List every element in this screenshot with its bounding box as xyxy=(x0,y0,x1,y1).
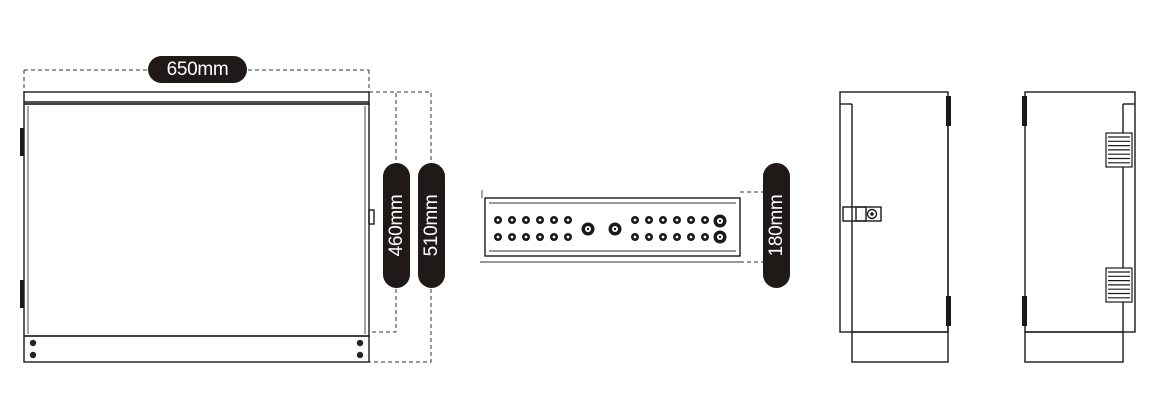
height-outer-dimension-text: 510mm xyxy=(421,195,442,257)
gland-icon xyxy=(673,216,681,224)
side-base-hinge xyxy=(1024,331,1124,363)
gland-icon xyxy=(550,216,558,224)
gland-large-icon xyxy=(581,222,595,236)
gland-icon xyxy=(494,233,502,241)
width-dimension-text: 650mm xyxy=(167,59,229,80)
gland-icon xyxy=(522,233,530,241)
gland-icon xyxy=(508,233,516,241)
hinge-bottom xyxy=(20,280,24,308)
gland-icon xyxy=(564,233,572,241)
gland-icon xyxy=(645,233,653,241)
gland-icon xyxy=(508,216,516,224)
bottom-plate xyxy=(484,197,741,257)
gland-icon xyxy=(550,233,558,241)
side-view-hinge xyxy=(1022,91,1136,363)
gland-icon xyxy=(701,233,709,241)
gland-icon xyxy=(522,216,530,224)
hinge-top xyxy=(20,128,24,156)
height-inner-dimension-label: 460mm xyxy=(383,163,410,288)
door-panel xyxy=(23,103,370,337)
screw-icon xyxy=(29,339,364,359)
door-latch-icon xyxy=(842,206,882,222)
gland-large-icon xyxy=(713,214,727,228)
gland-icon xyxy=(687,233,695,241)
cable-glands xyxy=(494,214,727,244)
depth-dimension-text: 180mm xyxy=(766,195,787,257)
vent-grille-icon xyxy=(1105,132,1133,168)
gland-icon xyxy=(494,216,502,224)
vent-grille-icon xyxy=(1105,267,1133,303)
side-view-latch xyxy=(839,91,951,363)
gland-icon xyxy=(536,233,544,241)
gland-icon xyxy=(659,216,667,224)
gland-icon xyxy=(536,216,544,224)
front-view xyxy=(20,69,432,363)
height-outer-dimension-label: 510mm xyxy=(418,163,445,288)
gland-icon xyxy=(631,233,639,241)
bottom-view xyxy=(480,190,785,263)
base-plinth xyxy=(23,335,370,363)
gland-icon xyxy=(687,216,695,224)
gland-large-icon xyxy=(608,222,622,236)
gland-icon xyxy=(673,233,681,241)
side-base-latch xyxy=(851,331,949,363)
lock-icon xyxy=(368,209,375,225)
height-inner-dimension-text: 460mm xyxy=(386,195,407,257)
width-dimension-line xyxy=(23,69,370,92)
width-dimension-label: 650mm xyxy=(148,56,247,83)
gland-icon xyxy=(564,216,572,224)
gland-icon xyxy=(645,216,653,224)
gland-icon xyxy=(701,216,709,224)
gland-large-icon xyxy=(713,230,727,244)
gland-icon xyxy=(631,216,639,224)
gland-icon xyxy=(659,233,667,241)
depth-dimension-label: 180mm xyxy=(763,163,790,288)
